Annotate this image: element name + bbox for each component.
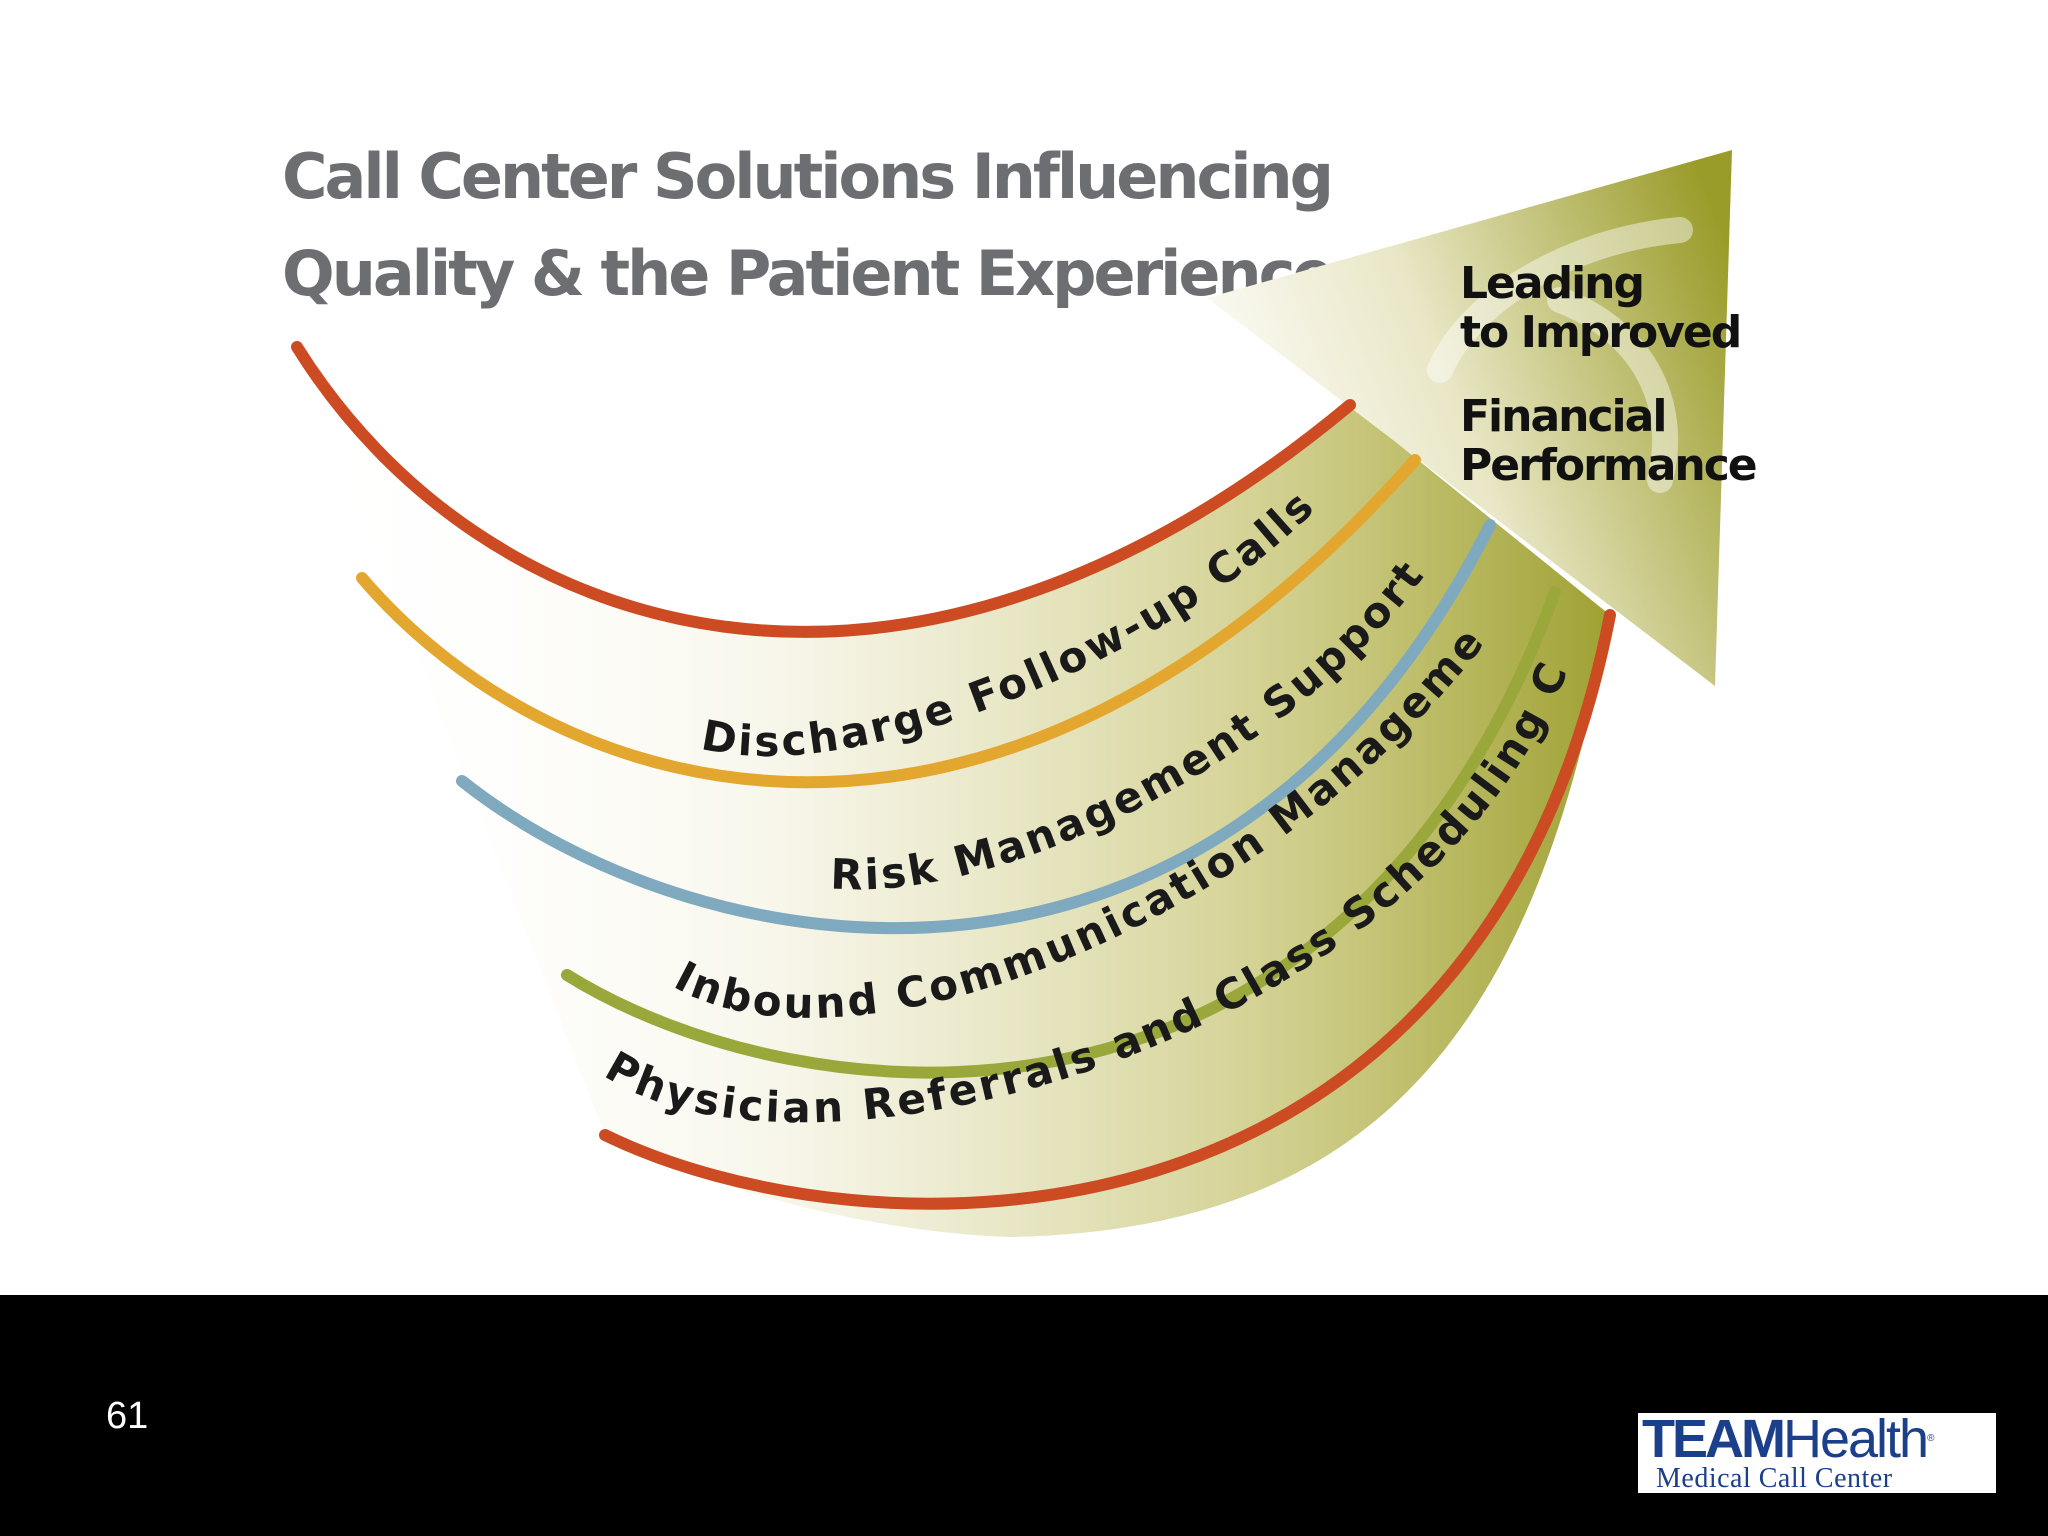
footer-bar: 61 TEAMHealth® Medical Call Center: [0, 1295, 2048, 1536]
title-line-2: Quality & the Patient Experience: [282, 237, 1332, 310]
logo-secondary-text: Health: [1782, 1409, 1929, 1469]
discharge-curve: [291, 341, 1356, 638]
arrow-text-line-4: Performance: [1460, 440, 1756, 491]
arrow-text-line-3: Financial: [1460, 391, 1665, 442]
swoosh-fill: [297, 347, 1610, 1237]
teamhealth-logo: TEAMHealth® Medical Call Center: [1638, 1409, 1996, 1494]
page-number: 61: [106, 1395, 149, 1437]
physician-referrals-curve: [561, 586, 1561, 1079]
outer-curve: [599, 609, 1616, 1210]
slide-content: Call Center Solutions Influencing Qualit…: [0, 0, 2048, 1295]
arrow-text-line-1: Leading: [1460, 258, 1643, 309]
inbound-communication-curve: [456, 519, 1496, 935]
logo-registered-mark: ®: [1927, 1433, 1935, 1444]
arrow-watermark-icon: [1427, 217, 1693, 493]
risk-management-curve: [356, 454, 1421, 789]
arrow-head: [1207, 150, 1732, 686]
logo-subtitle: Medical Call Center: [1656, 1463, 1893, 1494]
diagram-canvas: Call Center Solutions Influencing Qualit…: [0, 0, 1758, 1237]
arrow-text-line-2: to Improved: [1460, 307, 1740, 358]
logo-primary-text: TEAM: [1642, 1409, 1786, 1469]
title-line-1: Call Center Solutions Influencing: [282, 140, 1331, 213]
